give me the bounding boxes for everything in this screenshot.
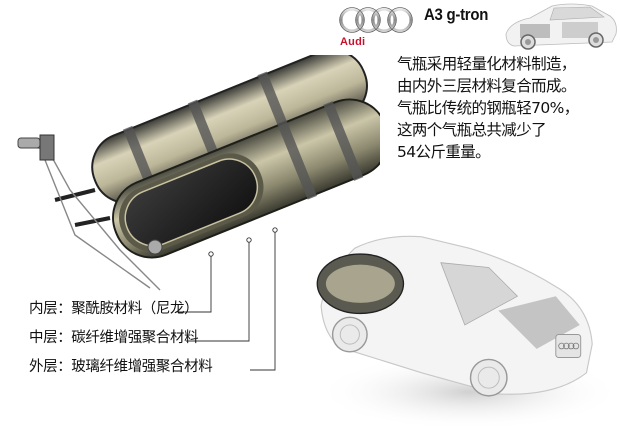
description-line: 由内外三层材料复合而成。: [397, 77, 576, 95]
description-line: 54公斤重量。: [397, 143, 491, 161]
description-text: 气瓶采用轻量化材料制造， 由内外三层材料复合而成。 气瓶比传统的钢瓶轻70%， …: [397, 53, 619, 163]
layer-middle-label: 中层：碳纤维增强聚合材料: [29, 330, 199, 346]
description-line: 气瓶比传统的钢瓶轻70%，: [397, 99, 579, 117]
car-illustration: [316, 235, 620, 431]
car-thumbnail-image: [505, 3, 617, 50]
model-name: A3 g-tron: [424, 5, 489, 24]
layer-labels: 内层：聚酰胺材料（尼龙） 中层：碳纤维增强聚合材料 外层：玻璃纤维增强聚合材料: [29, 295, 213, 382]
layer-inner-label: 内层：聚酰胺材料（尼龙）: [29, 301, 199, 317]
audi-rings-logo-icon: [339, 7, 413, 33]
layer-outer-label: 外层：玻璃纤维增强聚合材料: [29, 359, 213, 375]
twin-tank-illustration: [17, 55, 380, 291]
description-line: 这两个气瓶总共减少了: [397, 121, 547, 139]
brand-name: Audi: [340, 36, 366, 48]
description-line: 气瓶采用轻量化材料制造，: [397, 55, 576, 73]
